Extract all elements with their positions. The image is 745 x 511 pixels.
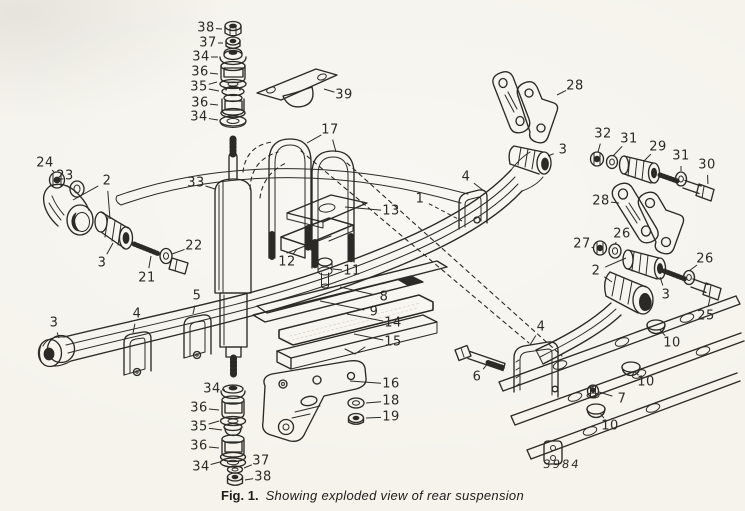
- part-number-label: 37: [252, 453, 270, 469]
- part-number-label: 35: [190, 419, 208, 435]
- figure-caption-number: Fig. 1.: [221, 488, 259, 503]
- part-number-label: 10: [637, 374, 655, 390]
- part-number-label: 38: [197, 20, 215, 36]
- part-number-label: 34: [192, 459, 210, 475]
- part-number-label: 35: [190, 79, 208, 95]
- part-number-label: 18: [382, 393, 400, 409]
- part-number-label: 22: [185, 238, 203, 254]
- part-number-label: 19: [382, 409, 400, 425]
- lower-mounting-stack: [219, 384, 247, 486]
- part-number-label: 7: [617, 391, 627, 407]
- part-number-label: 28: [592, 193, 610, 209]
- part-number-label: 3: [661, 287, 671, 303]
- part-number-label: 28: [566, 78, 584, 94]
- part-number-label: 17: [321, 122, 339, 138]
- assembly-guide-lines: [242, 141, 563, 357]
- part-number-label: 21: [138, 270, 156, 286]
- part-number-label: 27: [573, 236, 591, 252]
- part-number-label: 13: [382, 203, 400, 219]
- right-bush-bolt-group: [604, 249, 722, 315]
- part-number-label: 10: [663, 335, 681, 351]
- part-number-label: 37: [199, 35, 217, 51]
- part-number-label: 15: [384, 334, 402, 350]
- part-number-label: 31: [620, 131, 638, 147]
- figure-caption: Fig. 1. Showing exploded view of rear sus…: [0, 488, 745, 503]
- part-number-label: 14: [384, 315, 402, 331]
- part-number-label: 39: [335, 87, 353, 103]
- leaf-spring-right: [454, 295, 745, 465]
- part-number-label: 32: [594, 126, 612, 142]
- part-number-label: 34: [190, 109, 208, 125]
- leaf-spring-left: [37, 145, 552, 377]
- part-number-label: 12: [278, 254, 296, 270]
- part-number-label: 9: [369, 304, 379, 320]
- part-number-label: 5: [192, 288, 202, 304]
- part-number-label: 34: [203, 381, 221, 397]
- part-number-label: 4: [461, 169, 471, 185]
- part-number-label: 2: [102, 173, 112, 189]
- part-number-label: 36: [190, 400, 208, 416]
- part-number-label: 29: [649, 139, 667, 155]
- part-number-label: 38: [254, 469, 272, 485]
- part-number-label: 4: [132, 306, 142, 322]
- part-number-label: 6: [472, 369, 482, 385]
- part-number-label: 10: [601, 418, 619, 434]
- spring-seat-parts: [280, 194, 368, 289]
- top-mounting-stack: [219, 20, 247, 128]
- part-number-label: 3: [558, 142, 568, 158]
- part-number-label: 3: [97, 255, 107, 271]
- bump-stop-plate: [256, 68, 338, 108]
- part-number-label: 23: [56, 168, 74, 184]
- shock-absorber: [214, 135, 252, 380]
- drawing-number: 3984: [542, 457, 582, 471]
- part-number-label: 33: [187, 175, 205, 191]
- axle-plate-stack: [252, 260, 448, 442]
- figure-caption-text: Showing exploded view of rear suspension: [265, 488, 524, 503]
- part-number-label: 30: [698, 157, 716, 173]
- part-number-label: 3: [49, 315, 59, 331]
- part-number-label: 1: [415, 191, 425, 207]
- u-bolts: [268, 138, 355, 270]
- part-number-label: 36: [190, 438, 208, 454]
- part-number-label: 26: [696, 251, 714, 267]
- part-number-label: 24: [36, 155, 54, 171]
- part-number-label: 2: [591, 263, 601, 279]
- part-number-label: 16: [382, 376, 400, 392]
- part-number-label: 34: [192, 49, 210, 65]
- part-number-label: 8: [379, 289, 389, 305]
- part-number-label: 25: [697, 308, 715, 324]
- shackle-bolt-row-upper: [589, 151, 715, 202]
- part-number-label: 4: [536, 319, 546, 335]
- part-number-label: 36: [191, 64, 209, 80]
- part-number-label: 26: [613, 226, 631, 242]
- part-number-label: 36: [191, 95, 209, 111]
- part-number-label: 31: [672, 148, 690, 164]
- shackle-plates-upper: [492, 71, 559, 144]
- part-number-label: 11: [343, 263, 361, 279]
- left-bush-bolt-group: [42, 171, 189, 275]
